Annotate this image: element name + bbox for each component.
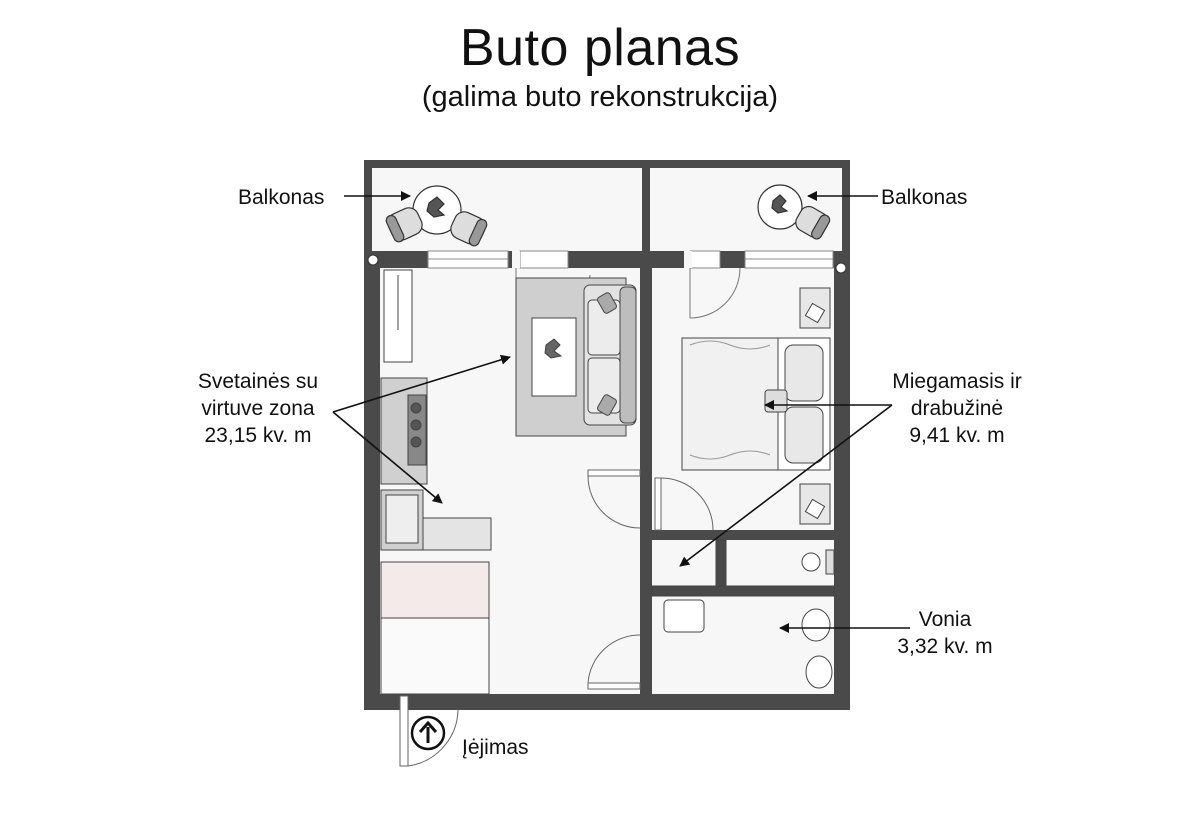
bathroom-fixtures bbox=[651, 539, 835, 689]
washbasin bbox=[663, 599, 705, 633]
bathroom-label: Vonia 3,32 kv. m bbox=[880, 606, 1010, 660]
coffee-table bbox=[531, 317, 577, 397]
balcony-right-table-set bbox=[757, 184, 831, 240]
bedroom-size: 9,41 kv. m bbox=[909, 424, 1005, 447]
balcony-right-label: Balkonas bbox=[881, 186, 968, 209]
bedroom-furniture bbox=[681, 287, 831, 525]
toilet bbox=[801, 608, 831, 642]
interior-doors bbox=[399, 469, 714, 767]
entrance-arrow-icon bbox=[410, 715, 446, 751]
living-area-name-line2: virtuve zona bbox=[201, 397, 315, 420]
bed-sofa bbox=[380, 561, 490, 619]
bathroom-size: 3,32 kv. m bbox=[897, 635, 993, 658]
kitchen bbox=[380, 269, 492, 695]
page-title: Buto planas bbox=[459, 19, 741, 77]
living-area-size: 23,15 kv. m bbox=[204, 424, 312, 447]
page-subtitle: (galima buto rekonstrukcija) bbox=[421, 81, 779, 113]
kitchen-island bbox=[422, 517, 492, 551]
living-area-label: Svetainės su virtuve zona 23,15 kv. m bbox=[178, 368, 338, 449]
bedroom-label: Miegamasis ir drabužinė 9,41 kv. m bbox=[872, 368, 1042, 449]
living-area-name-line1: Svetainės su bbox=[197, 370, 319, 393]
windows bbox=[367, 250, 847, 274]
wc-sink bbox=[801, 552, 821, 572]
living-room-furniture bbox=[515, 277, 637, 437]
bedroom-name-line2: drabužinė bbox=[910, 397, 1004, 420]
entrance-label: Įėjimas bbox=[462, 736, 529, 759]
balcony-left-label: Balkonas bbox=[238, 186, 325, 209]
bedroom-name-line1: Miegamasis ir bbox=[892, 370, 1022, 393]
bathroom-name: Vonia bbox=[918, 608, 972, 631]
shower-drain bbox=[805, 655, 833, 689]
leader-arrows bbox=[332, 191, 910, 633]
balcony-left-table-set bbox=[385, 185, 488, 247]
